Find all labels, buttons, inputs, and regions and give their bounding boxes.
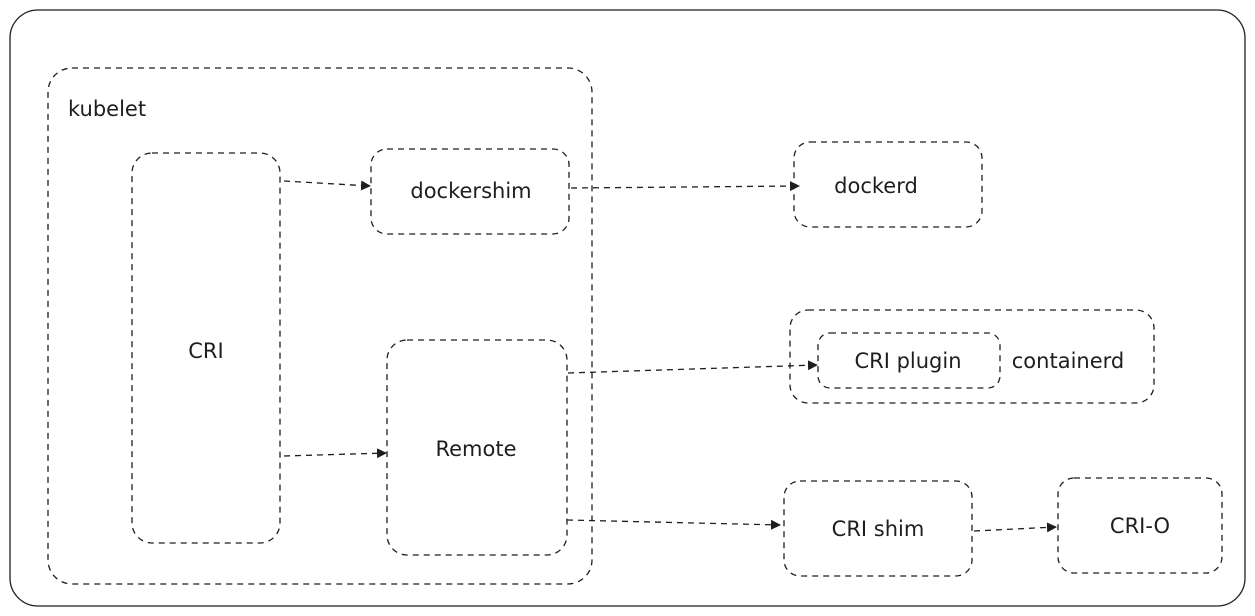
- dockerd-label: dockerd: [834, 174, 918, 198]
- remote-box: [386, 339, 568, 556]
- containerd-label: containerd: [1012, 349, 1124, 373]
- outer-frame: [9, 9, 1246, 607]
- cri-node: CRI: [131, 152, 281, 544]
- dockershim-label: dockershim: [410, 179, 531, 203]
- remote-node: Remote: [386, 339, 568, 556]
- edge-cri-to-remote: [283, 448, 387, 459]
- containerd-box: [789, 309, 1155, 404]
- remote-label: Remote: [435, 437, 516, 461]
- cri-shim-node: CRI shim: [783, 480, 973, 577]
- edge-remote-to-cri-plugin: [567, 360, 818, 374]
- edge-remote-to-cri-shim: [566, 519, 781, 530]
- cri-shim-box: [783, 480, 973, 577]
- kubelet-box: [47, 67, 593, 585]
- dockershim-node: dockershim: [370, 148, 570, 235]
- cri-o-label: CRI-O: [1110, 514, 1170, 538]
- cri-o-node: CRI-O: [1057, 477, 1223, 574]
- containerd-node: containerd CRI plugin: [789, 309, 1155, 404]
- dockerd-node: dockerd: [793, 141, 983, 228]
- cri-plugin-box: [817, 332, 1001, 389]
- cri-plugin-node: CRI plugin: [817, 332, 1001, 389]
- edge-cri-shim-to-cri-o: [973, 522, 1057, 533]
- kubelet-container: kubelet: [47, 67, 593, 585]
- cri-shim-label: CRI shim: [832, 517, 925, 541]
- cri-box: [131, 152, 281, 544]
- cri-o-box: [1057, 477, 1223, 574]
- dockershim-box: [370, 148, 570, 235]
- edge-cri-to-dockershim: [283, 180, 371, 191]
- connectors: [283, 180, 1057, 533]
- edge-dockershim-to-dockerd: [570, 181, 800, 192]
- cri-plugin-label: CRI plugin: [854, 349, 961, 373]
- cri-label: CRI: [188, 339, 223, 363]
- kubelet-label: kubelet: [68, 97, 146, 121]
